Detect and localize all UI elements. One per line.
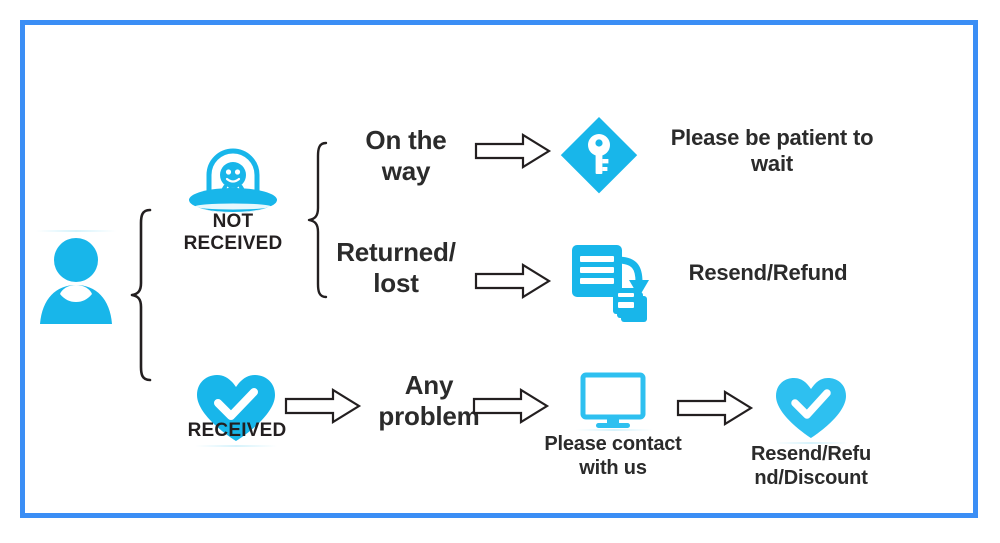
key-diamond-icon xyxy=(555,111,643,199)
monitor-icon xyxy=(579,372,647,430)
heart-check-icon xyxy=(772,376,850,442)
step-please-contact: Please contact with us xyxy=(544,433,682,479)
branch-label-received: RECEIVED xyxy=(187,420,287,441)
main-brace xyxy=(117,207,155,383)
right-arrow-icon xyxy=(471,386,551,426)
step-resend-refund-discount: Resend/Refu nd/Discount xyxy=(750,443,872,489)
monitor-reflection xyxy=(575,429,653,431)
step-any-problem: Any problem xyxy=(378,370,480,431)
condition-returned-lost: Returned/ lost xyxy=(336,237,456,298)
right-arrow-icon xyxy=(283,386,363,426)
ufo-alien-icon xyxy=(185,137,281,229)
heart-check-reflection xyxy=(195,445,277,447)
right-arrow-icon xyxy=(473,131,553,171)
diagram-frame: NOT RECEIVED On the way xyxy=(20,20,978,518)
result-resend-refund: Resend/Refund xyxy=(688,260,848,285)
document-refund-icon xyxy=(569,240,659,326)
condition-on-the-way: On the way xyxy=(365,125,447,186)
right-arrow-icon xyxy=(473,261,553,301)
heart-check-reflection-2 xyxy=(773,442,849,444)
not-received-brace xyxy=(297,140,331,302)
right-arrow-icon xyxy=(675,388,755,428)
result-please-be-patient: Please be patient to wait xyxy=(670,125,874,176)
person-avatar-reflection xyxy=(36,230,116,232)
branch-label-not-received: NOT RECEIVED xyxy=(183,211,283,255)
heart-check-icon xyxy=(193,373,279,445)
person-avatar-icon xyxy=(36,231,116,329)
